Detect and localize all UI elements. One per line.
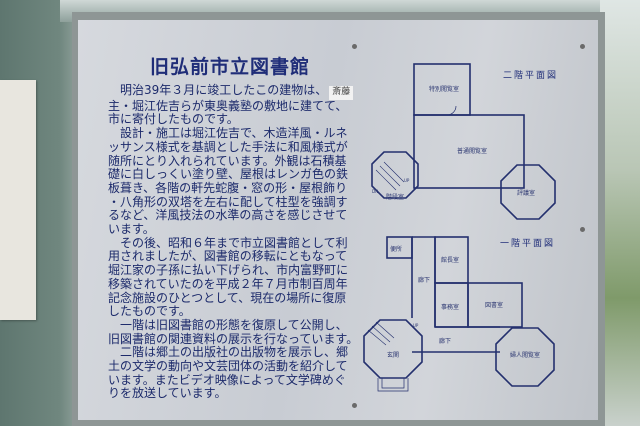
text-line: 設計・施工は堀江佐吉で、木造洋風・ルネ xyxy=(108,126,348,141)
text-line: 土の文学の動向や文芸団体の活動を紹介して xyxy=(108,359,348,374)
text-line: 主・堀江佐吉らが東奥義塾の敷地に建てて、 xyxy=(108,98,348,113)
floor1-title: 一階平面図 xyxy=(500,239,556,249)
corridor-outline xyxy=(412,326,500,353)
sign-body: 明治39年３月に竣工したこの建物は、斎藤 主・堀江佐吉らが東奥義塾の敷地に建てて… xyxy=(108,83,359,401)
room-label: 階段室 xyxy=(386,193,404,201)
door xyxy=(446,105,457,116)
stair-mark: DN xyxy=(372,189,378,194)
text-line: 一階は旧図書館の形態を復原して公開し、 xyxy=(108,317,348,332)
text-line: その後、昭和６年まで市立図書館として利 xyxy=(108,235,348,250)
text-line: りを放送しています。 xyxy=(108,386,227,401)
text-line: 用されましたが、図書館の移転にともなって xyxy=(108,249,348,264)
floor2-plan: 特別閲覧室 普通閲覧室 階段室 評議室 UP DN xyxy=(371,63,556,220)
text-line: 移築されていたのを平成２年７月市制百周年 xyxy=(108,276,348,291)
room-label: 普通閲覧室 xyxy=(457,147,487,155)
room-label: 特別閲覧室 xyxy=(429,85,459,93)
text-line: 二階は郷土の出版社の出版物を展示し、郷 xyxy=(108,345,349,360)
room-label: 評議室 xyxy=(517,189,535,197)
text-line: 板葺き、各階の軒先蛇腹・窓の形・屋根飾り xyxy=(108,180,348,195)
posted-paper xyxy=(0,80,36,320)
room-label: 図書室 xyxy=(485,301,503,309)
octagon-tower xyxy=(495,327,555,387)
room-label: 事務室 xyxy=(441,303,459,311)
text-line: 随所にとり入れられています。外観は石積基 xyxy=(108,153,347,168)
text-line: るなど、洋風技法の水準の高さを感じさせて xyxy=(108,208,348,223)
entrance-steps xyxy=(377,378,409,392)
stair-mark: UP xyxy=(404,178,410,183)
text-line: 記念施設のひとつとして、現在の場所に復原 xyxy=(108,290,347,305)
octagon-tower xyxy=(500,164,556,220)
text-line: 明治39年３月に竣工したこの建物は、斎藤 xyxy=(108,83,354,100)
text-line: 堀江家の子孫に払い下げられ、市内富野町に xyxy=(108,263,349,278)
floor1-plan: 便所 館長室 廊下 事務室 図書室 廊下 玄関 婦人閲覧室 UP xyxy=(363,236,555,392)
window-view xyxy=(600,0,640,426)
text-line: ・八角形の双塔を左右に配して柱型を強調す xyxy=(108,194,348,209)
room-label: 婦人閲覧室 xyxy=(510,351,540,359)
room-label: 便所 xyxy=(390,245,402,253)
stairs xyxy=(367,321,395,346)
screw xyxy=(352,44,357,49)
floor2-title: 二階平面図 xyxy=(503,71,559,81)
octagon-tower xyxy=(363,319,423,379)
room-label: 廊下 xyxy=(418,276,430,284)
text-line: ッサンス様式を基調とした手法に和風様式が xyxy=(108,139,348,154)
room-outline xyxy=(413,114,525,189)
stair-mark: UP xyxy=(413,323,419,328)
room-label: 玄関 xyxy=(387,351,399,359)
screw xyxy=(580,227,585,232)
room-label: 廊下 xyxy=(439,337,451,345)
screw xyxy=(580,44,585,49)
screw xyxy=(352,403,357,408)
text-line: 礎に白しっくい塗り壁、屋根はレンガ色の鉄 xyxy=(108,167,349,182)
text-line: 市に寄付したものです。 xyxy=(108,112,239,127)
room-label: 館長室 xyxy=(441,256,459,264)
name-stamp: 斎藤 xyxy=(329,86,354,100)
text-line: います。またビデオ映像によって文学碑めぐ xyxy=(108,372,346,387)
text-line: したものです。 xyxy=(108,304,191,319)
stairs xyxy=(375,161,405,191)
text-line: 旧図書館の関連資料の展示を行なっています。 xyxy=(108,331,359,346)
sign-title: 旧弘前市立図書館 xyxy=(150,56,311,78)
text-line: います。 xyxy=(108,222,155,237)
octagon-tower xyxy=(371,151,419,199)
